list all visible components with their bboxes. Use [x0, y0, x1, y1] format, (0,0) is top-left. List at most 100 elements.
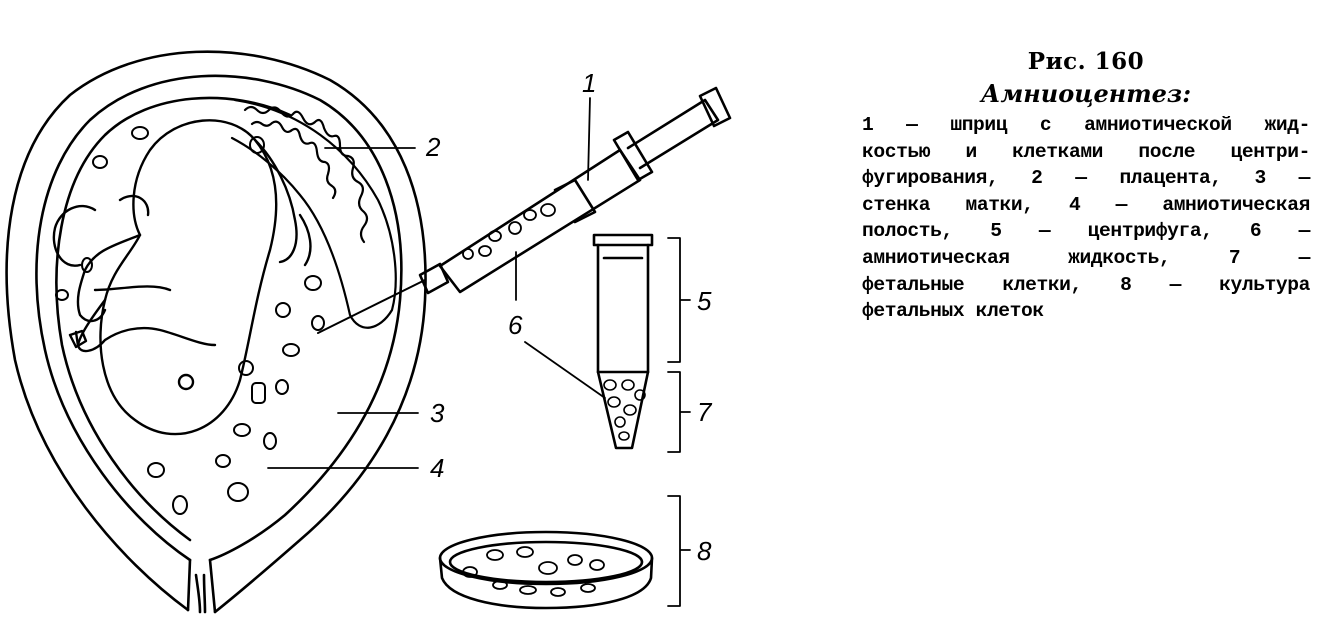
- cell: [508, 221, 522, 235]
- syringe-cells: [462, 203, 556, 260]
- cell: [275, 379, 289, 395]
- syringe-piston: [553, 178, 597, 224]
- leader-1: [587, 97, 591, 181]
- bracket-5: [667, 237, 691, 363]
- cell: [249, 136, 265, 154]
- cell: [263, 432, 277, 450]
- tube-body: [596, 243, 650, 450]
- figure-caption: Рис. 160 Амниоцентез: 1 — шприц с амниот…: [862, 48, 1310, 325]
- callout-4: 4: [430, 453, 444, 483]
- callout-3: 3: [430, 398, 445, 428]
- cell: [550, 587, 566, 597]
- syringe-hub: [418, 262, 450, 295]
- umbilical-cord: [253, 138, 312, 267]
- centrifuge-tube: [592, 233, 654, 450]
- legend-line: фетальных клеток: [862, 300, 1044, 323]
- cell: [516, 546, 534, 558]
- amniotic-membrane: [55, 96, 292, 542]
- fetus-knee: [118, 194, 150, 217]
- dish-rim-inner: [448, 540, 644, 584]
- fetus-head-detail: [52, 204, 97, 267]
- cell: [614, 416, 626, 428]
- cell: [147, 462, 165, 478]
- placenta-villi-inner: [250, 120, 337, 200]
- legend-line: амниотическая жидкость, 7 —: [862, 246, 1310, 269]
- cell: [538, 561, 558, 575]
- placenta: [230, 98, 397, 329]
- cell: [311, 315, 325, 331]
- bracket-8: [667, 495, 691, 607]
- legend-line: полость, 5 — центрифуга, 6 —: [862, 220, 1310, 243]
- cell: [540, 203, 556, 217]
- fetus-arm: [76, 233, 172, 323]
- legend-line: 1 — шприц с амниотической жид-: [862, 114, 1310, 136]
- dish-wall: [438, 556, 654, 610]
- cell: [282, 343, 300, 357]
- cell: [304, 275, 322, 291]
- cell: [233, 423, 251, 437]
- legend-line: костью и клетками после центри-: [862, 140, 1310, 163]
- cell: [81, 257, 93, 273]
- cell: [618, 431, 630, 441]
- cell: [607, 396, 621, 408]
- amniocentesis-illustration: 1 2 3 4 5 6 7 8: [5, 50, 732, 614]
- cell: [215, 454, 231, 468]
- fetus-leg: [76, 298, 217, 353]
- placenta-villi: [243, 105, 369, 244]
- cell: [488, 230, 502, 242]
- amniotic-cells: [55, 126, 325, 515]
- cell: [623, 404, 637, 416]
- placenta-outline: [230, 98, 397, 329]
- syringe-needle: [317, 279, 426, 334]
- legend-line: стенка матки, 4 — амниотическая: [862, 193, 1310, 216]
- callout-6: 6: [508, 310, 523, 340]
- leader-lines: [267, 97, 691, 607]
- cell: [603, 379, 617, 391]
- dish-cells: [462, 546, 605, 597]
- callout-2: 2: [425, 132, 441, 162]
- cell: [580, 583, 596, 593]
- legend-line: фетальные клетки, 8 — культура: [862, 273, 1310, 296]
- cell: [523, 209, 537, 221]
- callout-7: 7: [697, 397, 713, 427]
- fetus-hand: [68, 329, 88, 349]
- figure-title: Амниоцентез:: [980, 79, 1192, 108]
- cell: [55, 289, 69, 301]
- figure-number: Рис. 160: [1027, 48, 1145, 75]
- fetus-body: [99, 119, 278, 436]
- fetus-ear: [177, 373, 195, 391]
- callout-1: 1: [582, 68, 596, 98]
- figure-legend: 1 — шприц с амниотической жид- костью и …: [862, 112, 1310, 325]
- cell: [238, 360, 254, 376]
- syringe-plunger-cap: [698, 86, 732, 128]
- cell: [251, 382, 266, 404]
- syringe: [317, 86, 732, 334]
- cell: [131, 126, 149, 140]
- legend-line: фугирования, 2 — плацента, 3 —: [862, 167, 1310, 190]
- leader-6-tube: [524, 341, 606, 399]
- cell: [227, 482, 249, 502]
- tube-rim: [592, 233, 654, 247]
- tube-fluid-line: [596, 256, 650, 374]
- cell: [486, 549, 504, 561]
- cell: [492, 580, 508, 590]
- callout-8: 8: [697, 536, 712, 566]
- cell: [478, 245, 492, 257]
- petri-dish: [438, 530, 654, 610]
- syringe-flange: [612, 130, 654, 182]
- cell: [462, 248, 474, 260]
- cell: [621, 379, 635, 391]
- syringe-barrel: [438, 148, 642, 294]
- cell: [589, 559, 605, 571]
- cell: [567, 554, 583, 566]
- tube-sediment: [603, 379, 646, 441]
- cell: [92, 155, 108, 169]
- fetus: [52, 119, 312, 436]
- cell: [172, 495, 188, 515]
- cervix: [186, 558, 217, 614]
- callout-5: 5: [697, 286, 712, 316]
- cell: [462, 566, 478, 578]
- uterus: [5, 50, 427, 614]
- syringe-plunger: [626, 98, 720, 170]
- bracket-7: [667, 371, 691, 453]
